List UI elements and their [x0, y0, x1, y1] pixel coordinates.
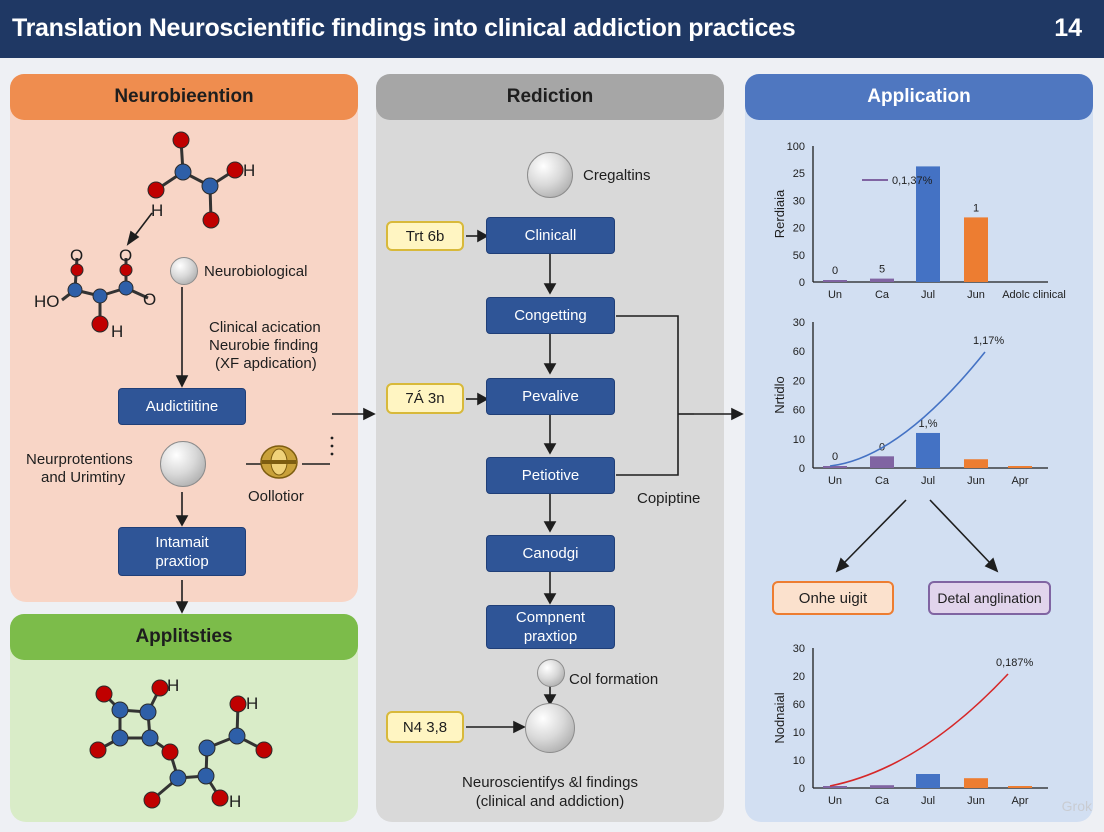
mol-h1: H: [243, 161, 256, 180]
gear-icon: [260, 445, 298, 479]
right-panel-header: Application: [745, 74, 1093, 120]
neuroprotentions-label-1: Neurprotentions: [26, 451, 133, 468]
neurobiological-label: Neurobiological: [204, 263, 308, 280]
mol-bottom-h3: H: [229, 792, 242, 811]
clinical-note-2: Neurobie finding: [209, 337, 319, 354]
intamait-line-2: praxtiop: [155, 552, 209, 570]
left-bottom-panel-header: Applitsties: [10, 614, 358, 660]
intamait-line-1: Intamait: [155, 533, 209, 551]
neuro-sphere-small: [170, 257, 198, 285]
box-detal[interactable]: Detal anglination: [928, 581, 1051, 615]
page-title: Translation Neuroscientific findings int…: [12, 14, 796, 42]
audictiitine-box[interactable]: Audictiitine: [118, 388, 246, 425]
neuro-sphere-large: [160, 441, 206, 487]
footer-line-2: (clinical and addiction): [475, 793, 625, 810]
oollotior-label: Oollotior: [248, 488, 304, 505]
middle-panel-header: Rediction: [376, 74, 724, 120]
cregaltins-sphere: [527, 152, 573, 198]
left-panel: [10, 74, 358, 602]
mol-o2: O: [119, 246, 133, 265]
copiptine-label: Copiptine: [637, 490, 701, 507]
mol-o1: O: [70, 246, 84, 265]
compnent-box[interactable]: Compnent praxtiop: [486, 605, 615, 649]
title-bar: Translation Neuroscientific findings int…: [0, 0, 1104, 58]
watermark: Grok: [1061, 798, 1092, 814]
box-onhe[interactable]: Onhe uigit: [772, 581, 894, 615]
petiotive-box[interactable]: Petiotive: [486, 457, 615, 494]
ybox-trt[interactable]: Trt 6b: [386, 221, 464, 251]
mol-ho: HO: [34, 292, 60, 311]
ybox-n4[interactable]: N4 3,8: [386, 711, 464, 743]
mol-o3: O: [143, 290, 157, 309]
col-formation-sphere: [537, 659, 565, 687]
compnent-line-2: praxtiop: [523, 628, 578, 645]
bottom-sphere: [525, 703, 575, 753]
clinical-note-3: (XF apdication): [215, 355, 317, 372]
mol-bottom-h1: H: [167, 676, 180, 695]
compnent-line-1: Compnent: [515, 609, 586, 626]
col-formation-label: Col formation: [569, 671, 659, 688]
congetting-box[interactable]: Congetting: [486, 297, 615, 334]
ybox-7a[interactable]: 7Á 3n: [386, 383, 464, 414]
clinical-note-1: Clinical acication: [209, 319, 321, 336]
intamait-box[interactable]: Intamait praxtiop: [118, 527, 246, 576]
footer-line-1: Neuroscientifys &l findings: [462, 774, 638, 791]
canodgi-box[interactable]: Canodgi: [486, 535, 615, 572]
neuroprotentions-label-2: and Urimtiny: [41, 469, 126, 486]
cregaltins-label: Cregaltins: [583, 167, 651, 184]
clinical-box[interactable]: Clinicall: [486, 217, 615, 254]
mol-h3: H: [111, 322, 124, 341]
mol-bottom-h2: H: [246, 694, 259, 713]
left-panel-header: Neurobieention: [10, 74, 358, 120]
pevalive-box[interactable]: Pevalive: [486, 378, 615, 415]
mol-h2: H: [151, 201, 164, 220]
page-number: 14: [1054, 14, 1082, 42]
